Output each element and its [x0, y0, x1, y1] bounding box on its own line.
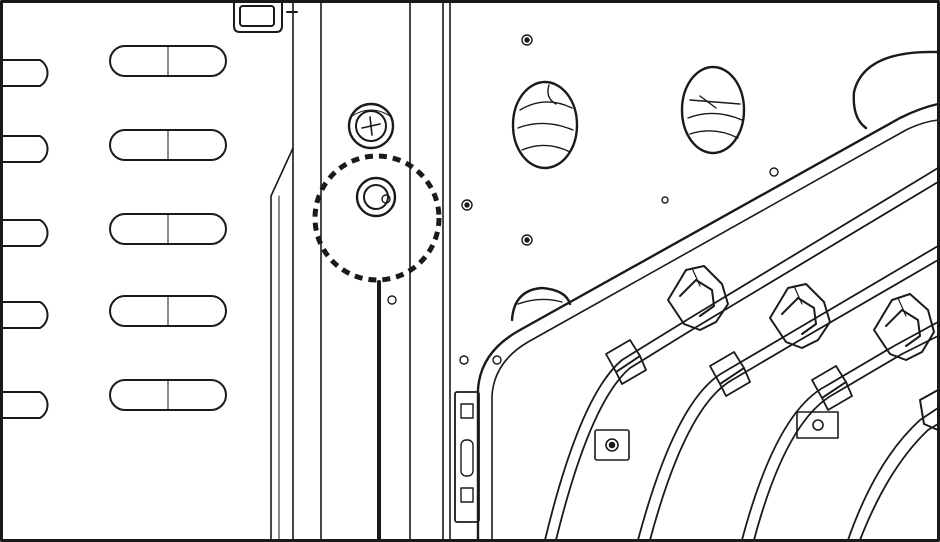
frame-rail	[270, 1, 451, 541]
vent-slots-right-column	[109, 45, 227, 411]
phillips-screw	[347, 102, 395, 150]
side-connector	[454, 391, 480, 523]
panel-mount-holes	[459, 34, 779, 365]
knob-connector-1	[667, 265, 729, 331]
round-opening-4	[510, 286, 572, 322]
cover-plate	[476, 102, 940, 542]
callout-dashed-circle	[312, 153, 442, 283]
nut-plate-2	[796, 411, 839, 439]
round-opening-3	[852, 50, 940, 130]
knob-connector-2	[769, 283, 831, 349]
round-opening-2	[680, 65, 746, 155]
nut-plate-1	[594, 429, 630, 461]
vent-slots-left-column	[1, 59, 49, 419]
round-opening-1	[511, 80, 579, 170]
knob-connector-3	[873, 293, 935, 361]
cable-bundle	[544, 167, 939, 541]
rail-pilot-hole	[387, 295, 397, 305]
cable-sleeves	[605, 339, 853, 411]
top-bracket	[233, 1, 298, 33]
screw-hole	[355, 176, 397, 218]
